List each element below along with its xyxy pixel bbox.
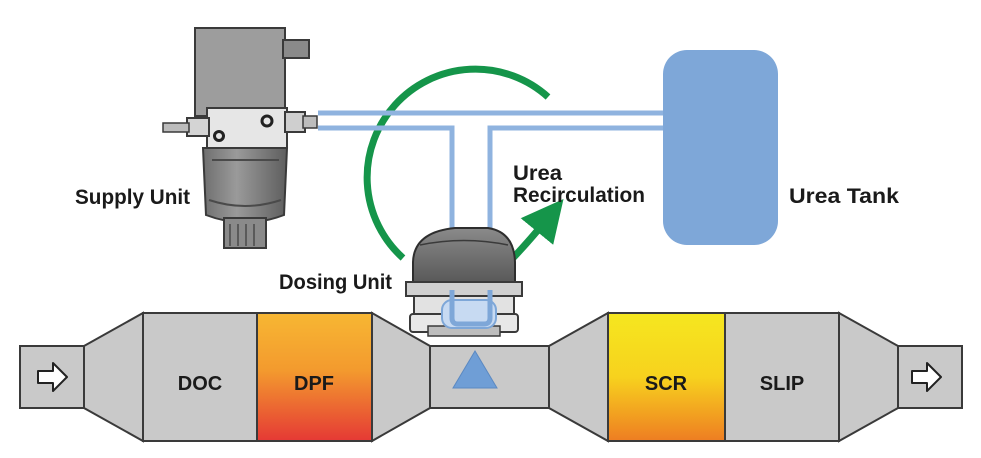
flow-triangle-icon bbox=[452, 350, 498, 389]
scr-section-label: SCR bbox=[645, 373, 688, 395]
doc-section-label: DOC bbox=[178, 373, 222, 395]
recirculation-label-line2: Recirculation bbox=[513, 184, 645, 207]
urea-tank bbox=[663, 50, 778, 245]
recirculation-label-line1: Urea bbox=[513, 162, 562, 185]
supply-unit-label: Supply Unit bbox=[75, 186, 190, 209]
slip-section-label: SLIP bbox=[760, 373, 804, 395]
outlet-arrow-icon bbox=[911, 362, 942, 392]
urea-tank-label: Urea Tank bbox=[789, 185, 899, 208]
exhaust-system bbox=[19, 311, 963, 443]
recirculation-arrow bbox=[363, 65, 564, 261]
dosing-unit bbox=[405, 227, 523, 337]
dpf-section-label: DPF bbox=[294, 373, 334, 395]
inlet-arrow-icon bbox=[37, 362, 68, 392]
dosing-unit-label: Dosing Unit bbox=[279, 271, 392, 294]
supply-unit bbox=[162, 27, 318, 249]
